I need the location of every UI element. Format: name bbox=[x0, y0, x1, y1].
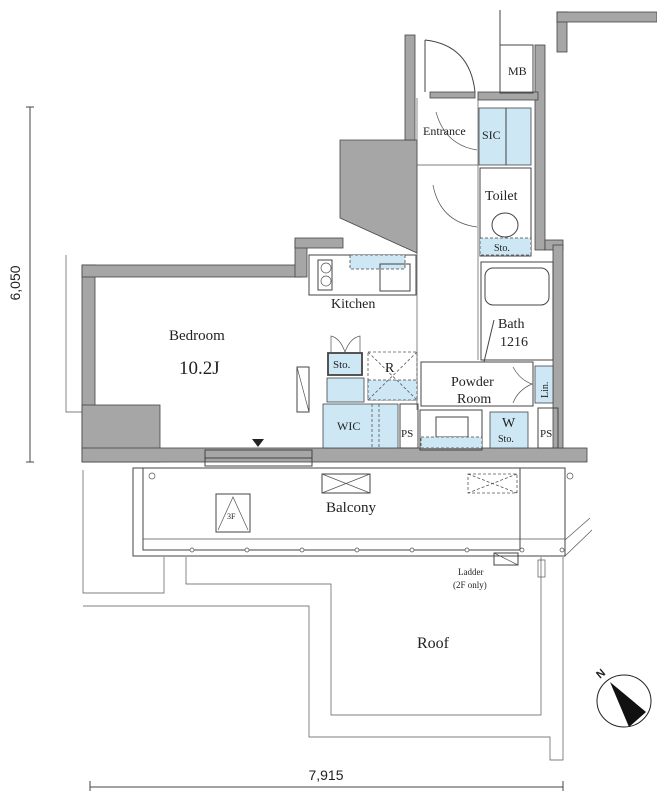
walls bbox=[81, 11, 657, 463]
vertical-dimension-label: 6,050 bbox=[7, 265, 23, 300]
ladder-label: Ladder bbox=[458, 567, 483, 577]
north-arrow-icon bbox=[610, 682, 646, 727]
floor-marker-label: 3F bbox=[227, 512, 236, 521]
refrigerator-label: R bbox=[385, 361, 395, 376]
ladder-icon bbox=[493, 552, 519, 566]
bedroom-size-label: 10.2J bbox=[179, 358, 220, 379]
vent-icon bbox=[321, 473, 371, 494]
balcony-label: Balcony bbox=[326, 500, 376, 516]
horizontal-dimension-label: 7,915 bbox=[308, 767, 343, 783]
ladder-note-label: (2F only) bbox=[453, 580, 487, 590]
ps-right-label: PS bbox=[540, 428, 552, 440]
washer-space bbox=[489, 411, 529, 449]
linen-closet bbox=[534, 365, 554, 404]
walk-in-closet bbox=[322, 403, 399, 449]
wic-label: WIC bbox=[337, 419, 360, 433]
north-compass: N bbox=[594, 667, 652, 728]
toilet-icon bbox=[491, 212, 519, 238]
entrance-label: Entrance bbox=[423, 124, 466, 138]
compass-north-label: N bbox=[594, 667, 608, 681]
roof-label: Roof bbox=[417, 635, 450, 652]
storage-label: Sto. bbox=[333, 359, 351, 371]
horizontal-dimension: 7,915 bbox=[89, 767, 564, 791]
powder-room-label-2: Room bbox=[457, 392, 491, 407]
bedroom-label: Bedroom bbox=[169, 328, 225, 344]
toilet-storage-label: Sto. bbox=[494, 243, 510, 254]
mb-label: MB bbox=[508, 64, 527, 78]
kitchen-sink-icon bbox=[379, 263, 411, 292]
washer-storage-label: Sto. bbox=[498, 434, 514, 445]
stove-icon bbox=[317, 259, 333, 291]
roof: Ladder (2F only) Roof bbox=[82, 470, 564, 761]
bath-size-label: 1216 bbox=[500, 335, 528, 350]
sic-label: SIC bbox=[482, 128, 501, 142]
entrance-door[interactable] bbox=[424, 39, 476, 93]
storage-closet bbox=[327, 352, 363, 376]
bathtub-icon bbox=[484, 267, 550, 306]
aircon-icon bbox=[296, 366, 310, 413]
kitchen-label: Kitchen bbox=[331, 297, 375, 312]
washer-label: W bbox=[502, 416, 516, 431]
main-entrance-marker bbox=[252, 439, 264, 447]
bath-label: Bath bbox=[498, 317, 524, 332]
ps-left-label: PS bbox=[401, 428, 413, 440]
sink-icon bbox=[435, 416, 469, 438]
toilet-label: Toilet bbox=[485, 189, 518, 204]
structural-column bbox=[339, 139, 418, 254]
linen-label: Lin. bbox=[540, 382, 551, 398]
balcony: 3F Balcony bbox=[132, 467, 593, 557]
shoe-closet bbox=[478, 107, 532, 166]
vertical-dimension: 6,050 bbox=[7, 106, 34, 463]
evacuation-hatch bbox=[215, 493, 251, 533]
powder-room-label-1: Powder bbox=[451, 375, 494, 390]
